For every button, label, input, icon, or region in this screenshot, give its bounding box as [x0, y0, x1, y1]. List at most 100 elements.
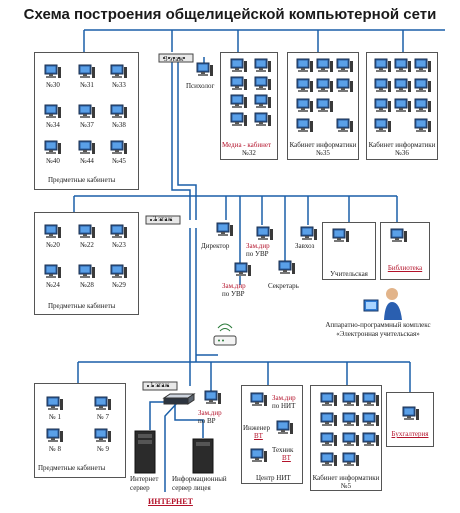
- media-room-red-label: Медиа - кабинет: [222, 141, 272, 149]
- workstation-icon: [362, 432, 380, 448]
- workstation-icon: [342, 392, 360, 408]
- engineer-label: Инженер: [243, 424, 271, 432]
- workstation-icon: [110, 140, 128, 156]
- floor1-subject-rooms-caption: Предметные кабинеты: [38, 464, 106, 472]
- workstation-number: №31: [80, 81, 94, 89]
- workstation-icon: [374, 78, 392, 94]
- workstation-number: № 7: [97, 413, 109, 421]
- workstation-icon: [250, 448, 268, 464]
- floor1-switch: [142, 380, 178, 392]
- deputy-uvr-1-label: по УВР: [246, 250, 269, 258]
- workstation-number: №30: [46, 81, 60, 89]
- workstation-icon: [402, 406, 420, 422]
- informatics5-label: Кабинет информатики №5: [312, 474, 380, 490]
- workstation-icon: [110, 64, 128, 80]
- engineer-red: ВТ: [254, 432, 263, 440]
- floor2-switch: [145, 214, 181, 226]
- workstation-icon: [320, 412, 338, 428]
- floor1-switch-label: 1 этаж: [150, 381, 170, 389]
- workstation-icon: [374, 118, 392, 134]
- workstation-icon: [300, 226, 318, 242]
- workstation-icon: [276, 420, 294, 436]
- workstation-icon: [374, 58, 392, 74]
- workstation-icon: [254, 58, 272, 74]
- workstation-icon: [256, 226, 274, 242]
- workstation-icon: [44, 264, 62, 280]
- workstation-number: №40: [46, 157, 60, 165]
- workstation-icon: [320, 392, 338, 408]
- workstation-icon: [316, 98, 334, 114]
- workstation-icon: [44, 224, 62, 240]
- workstation-icon: [230, 112, 248, 128]
- internet-server-icon: [134, 430, 156, 474]
- secretary-label: Секретарь: [268, 282, 299, 290]
- core-switch-icon: [162, 393, 196, 405]
- workstation-icon: [110, 224, 128, 240]
- workstation-icon: [296, 118, 314, 134]
- informatics36-label: Кабинет информатики №36: [368, 141, 436, 157]
- wifi-router-icon: [213, 335, 237, 346]
- informatics35-label: Кабинет информатики №35: [289, 141, 357, 157]
- workstation-icon: [316, 78, 334, 94]
- workstation-icon: [362, 392, 380, 408]
- workstation-icon: [44, 104, 62, 120]
- deputy-uvr-2-label: по УВР: [222, 290, 245, 298]
- info-server-label: Информационный сервер лицея: [172, 475, 227, 492]
- floor3-switch-label: 3 этаж: [164, 55, 184, 63]
- accounting-label: Бухгалтерия: [391, 430, 429, 438]
- library-label: Библиотека: [387, 264, 423, 272]
- workstation-icon: [394, 98, 412, 114]
- workstation-icon: [278, 260, 296, 276]
- nit-center-caption: Центр НИТ: [256, 474, 291, 482]
- deputy-vr-red: Зам.дир: [198, 409, 222, 417]
- floor2-subject-rooms-caption: Предметные кабинеты: [48, 302, 116, 310]
- workstation-number: №29: [112, 281, 126, 289]
- deputy-vr-label: по ВР: [198, 417, 216, 425]
- workstation-icon: [296, 58, 314, 74]
- tech-red: ВТ: [282, 454, 291, 462]
- workstation-icon: [44, 140, 62, 156]
- psychologist-label: Психолог: [186, 82, 215, 90]
- workstation-icon: [296, 78, 314, 94]
- workstation-icon: [320, 452, 338, 468]
- workstation-icon: [254, 94, 272, 110]
- info-server-icon: [192, 438, 214, 474]
- workstation-icon: [94, 428, 112, 444]
- workstation-icon: [414, 98, 432, 114]
- workstation-icon: [230, 58, 248, 74]
- electronic-teachers-complex-label: Аппаратно-программный комплекс «Электрон…: [325, 321, 431, 338]
- director-label: Директор: [201, 242, 230, 250]
- workstation-icon: [78, 64, 96, 80]
- workstation-number: №37: [80, 121, 94, 129]
- workstation-icon: [234, 262, 252, 278]
- deputy-uvr-1-red: Зам.дир: [246, 242, 270, 250]
- diagram-title: Схема построения общелицейской компьютер…: [23, 6, 437, 23]
- workstation-icon: [78, 104, 96, 120]
- workstation-icon: [46, 396, 64, 412]
- workstation-number: №23: [112, 241, 126, 249]
- teachers-room-label: Учительская: [330, 270, 368, 278]
- workstation-icon: [254, 76, 272, 92]
- workstation-icon: [332, 228, 350, 244]
- workstation-icon: [414, 78, 432, 94]
- floor2-switch-label: 2 этаж: [153, 215, 173, 223]
- workstation-icon: [196, 62, 214, 78]
- workstation-number: №45: [112, 157, 126, 165]
- workstation-icon: [390, 228, 408, 244]
- workstation-icon: [46, 428, 64, 444]
- floor3-subject-rooms-caption: Предметные кабинеты: [48, 176, 116, 184]
- internet-label: ИНТЕРНЕТ: [148, 497, 193, 506]
- workstation-number: №38: [112, 121, 126, 129]
- floor3-switch: [158, 52, 194, 64]
- workstation-number: №44: [80, 157, 94, 165]
- workstation-icon: [336, 118, 354, 134]
- workstation-number: №22: [80, 241, 94, 249]
- deputy-uvr-2-red: Зам.дир: [222, 282, 246, 290]
- workstation-number: №24: [46, 281, 60, 289]
- workstation-icon: [110, 104, 128, 120]
- workstation-icon: [78, 264, 96, 280]
- workstation-number: № 8: [49, 445, 61, 453]
- workstation-icon: [78, 224, 96, 240]
- nit-deputy-label: по НИТ: [272, 402, 296, 410]
